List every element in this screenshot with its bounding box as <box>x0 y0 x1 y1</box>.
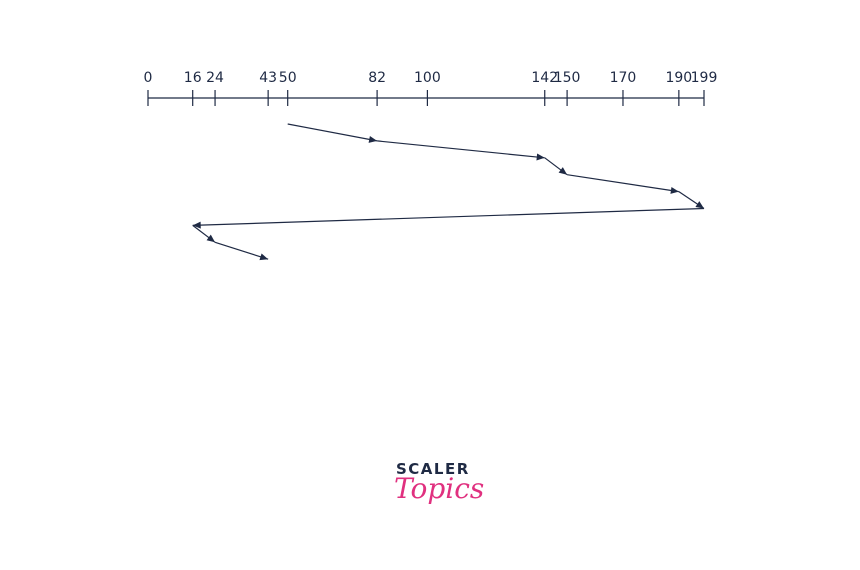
tick-label-16: 16 <box>184 70 202 86</box>
arrowhead-24 <box>206 234 216 243</box>
tick-label-199: 199 <box>691 70 718 86</box>
arrowhead-142 <box>536 153 545 161</box>
path-segment-199-to-16 <box>192 207 705 226</box>
tick-label-0: 0 <box>144 70 153 86</box>
arrowhead-190 <box>670 186 679 194</box>
tick-label-43: 43 <box>259 70 277 86</box>
logo-brand-text: SCALER <box>396 460 470 478</box>
tick-label-100: 100 <box>414 70 441 86</box>
scaler-topics-logo: SCALER Topics <box>360 458 500 528</box>
tick-label-170: 170 <box>610 70 637 86</box>
path-segment-50-to-82 <box>287 123 378 142</box>
arrowhead-199 <box>695 201 704 209</box>
logo-sub-text: Topics <box>394 472 485 505</box>
arrowhead-150 <box>558 167 568 175</box>
tick-label-190: 190 <box>665 70 692 86</box>
path-segment-82-to-142 <box>377 140 545 159</box>
arrowhead-43 <box>259 253 269 261</box>
tick-label-24: 24 <box>206 70 224 86</box>
track-axis <box>147 90 705 106</box>
tick-label-50: 50 <box>279 70 297 86</box>
arrowhead-82 <box>368 135 378 143</box>
tick-label-82: 82 <box>368 70 386 86</box>
head-movement-path <box>192 123 705 261</box>
path-segment-24-to-43 <box>214 241 269 260</box>
tick-label-150: 150 <box>554 70 581 86</box>
arrowhead-16 <box>192 221 201 229</box>
tick-label-142: 142 <box>531 70 558 86</box>
path-segment-150-to-190 <box>567 174 679 193</box>
